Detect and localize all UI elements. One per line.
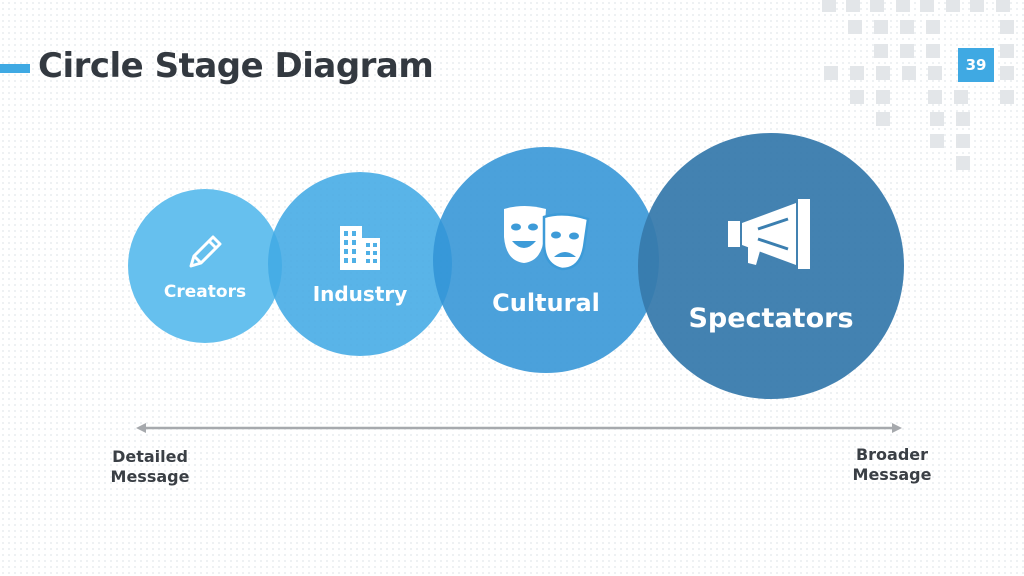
stage-label-cultural: Cultural [492,289,600,317]
theater-masks-icon [498,203,594,271]
stage-label-creators: Creators [163,282,247,302]
page-number-badge: 39 [958,48,994,82]
stage-circle-cultural: Cultural [433,147,659,373]
slide-title: Circle Stage Diagram [38,46,434,86]
building-icon [334,222,386,274]
title-accent-bar [0,64,30,73]
axis-label-broader-line1: Broader [855,445,929,464]
stage-circle-industry: Industry [268,172,452,356]
stage-circle-creators: Creators [128,189,282,343]
stage-label-spectators: Spectators [688,302,854,334]
pencil-icon [183,230,227,274]
stage-label-industry: Industry [312,282,408,306]
axis-label-detailed: Detailed Message [106,447,194,487]
axis-label-detailed-line1: Detailed [112,447,188,466]
axis-label-broader-line2: Message [852,465,932,484]
megaphone-icon [726,198,816,275]
axis-label-detailed-line2: Message [110,467,190,486]
axis-label-broader: Broader Message [848,445,936,485]
stage-circle-spectators: Spectators [638,133,904,399]
decorative-squares [822,0,1014,170]
